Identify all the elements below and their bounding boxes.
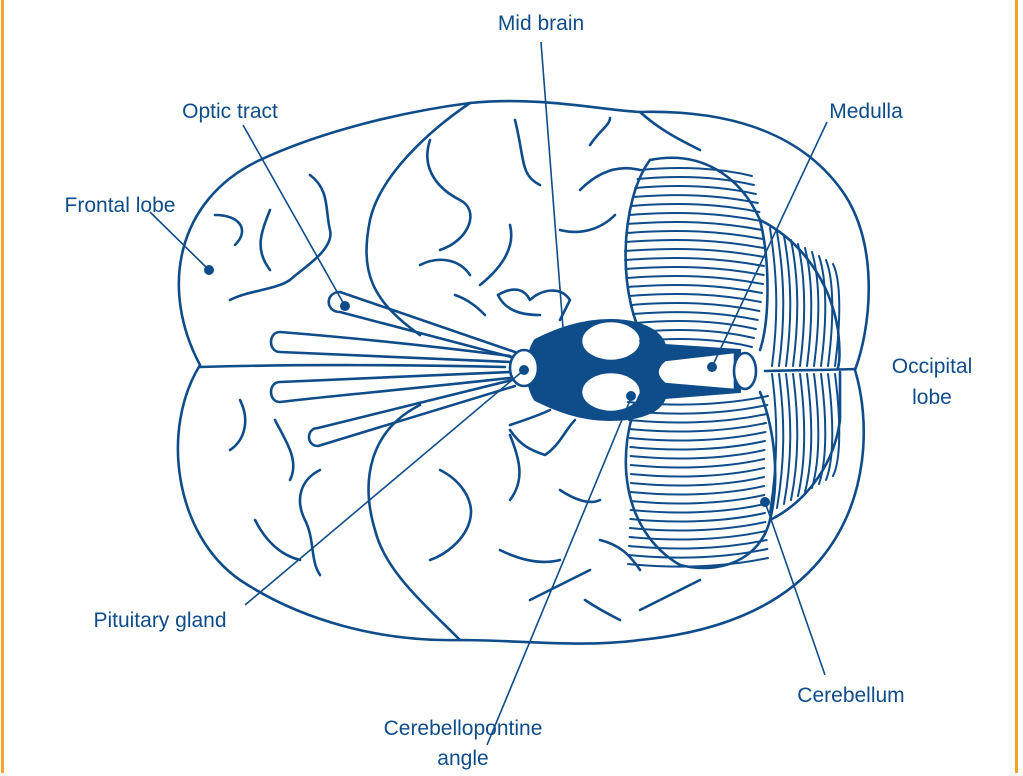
cerebellum-folia-line (631, 504, 765, 512)
cerebellum-folia-line (633, 312, 758, 320)
cerebellum-folia-line (630, 423, 767, 431)
cerebellum-folia-line (805, 374, 811, 492)
label-cerebellopontine-line1: Cerebellopontine (384, 717, 543, 740)
label-pituitary-gland: Pituitary gland (93, 609, 226, 632)
label-cerebellum: Cerebellum (797, 684, 904, 707)
cerebellum-folia-line (791, 240, 797, 366)
cerebellum-folia-line (812, 252, 818, 366)
cerebellum-folia-line (798, 374, 804, 496)
cerebellum-folia-line (631, 204, 760, 212)
cerebellum-folia-line (631, 450, 765, 458)
cerebellum-folia-line (798, 244, 804, 366)
label-occipital-lobe-line2: lobe (912, 386, 952, 409)
cerebellum-folia-line (784, 374, 790, 504)
cerebellum-folia-line (627, 222, 762, 230)
cerebellum-folia-line (631, 486, 764, 494)
cerebellum-folia-line (777, 374, 783, 508)
cerebellum-folia-line (625, 258, 764, 266)
cerebellum-folia-line (631, 495, 764, 503)
label-frontal-lobe: Frontal lobe (65, 194, 176, 217)
cerebellum-folia-line (631, 459, 764, 467)
cerebellum-folia-line (635, 321, 756, 329)
cerebellum-folia-line (633, 195, 758, 203)
frontal-lobe-marker (204, 265, 214, 275)
cerebellum-folia-line (777, 232, 783, 366)
cerebellum-folia-line (812, 374, 818, 488)
cerebellum-folia-line (625, 267, 763, 275)
label-mid-brain: Mid brain (498, 12, 584, 35)
cerebellum-folia-line (640, 168, 752, 176)
cerebellum-folia-line (630, 441, 765, 449)
cerebellum-folia-line (629, 213, 761, 221)
label-occipital-lobe-line1: Occipital (892, 355, 973, 378)
olfactory-tracts (271, 292, 515, 446)
label-optic-tract: Optic tract (182, 100, 278, 123)
optic-tract-marker (340, 301, 350, 311)
medulla-marker (707, 362, 717, 372)
cerebellum-folia-line (833, 374, 839, 476)
label-cerebellopontine-line2: angle (437, 747, 488, 770)
cerebellum-folia-line (629, 414, 767, 422)
cerebellum-folia-line (805, 248, 811, 366)
pituitary-marker (519, 365, 529, 375)
cerebellum-folia-line (626, 231, 763, 239)
cerebellum-folia-line (631, 477, 764, 485)
cerebellum-folia-line (630, 513, 765, 521)
cerebellum-folia-line (784, 236, 790, 366)
cerebellopontine-marker (626, 391, 636, 401)
cerebral-peduncle-upper (581, 321, 641, 361)
cerebellum-marker (760, 497, 770, 507)
cerebellum-folia-line (625, 240, 763, 248)
medulla-end (734, 353, 756, 389)
cerebellum-folia-line (629, 294, 761, 302)
cerebellum-folia-line (626, 276, 763, 284)
cerebellum-folia-line (791, 374, 797, 500)
cerebellum-folia-line (630, 531, 767, 539)
cerebellum-folia-line (630, 522, 766, 530)
label-medulla: Medulla (829, 100, 903, 123)
cerebellum-folia-line (627, 285, 762, 293)
cerebellum-folia-line (628, 558, 768, 566)
cerebellum-folia-line (826, 260, 832, 366)
cerebellum-folia-line (631, 468, 764, 476)
cerebellum-folia-line (630, 432, 766, 440)
cerebellum-folia-line (625, 249, 764, 257)
cerebellum-folia-line (629, 540, 767, 548)
cerebellum-folia-line (770, 228, 776, 366)
cerebellum-folia-line (819, 256, 825, 366)
